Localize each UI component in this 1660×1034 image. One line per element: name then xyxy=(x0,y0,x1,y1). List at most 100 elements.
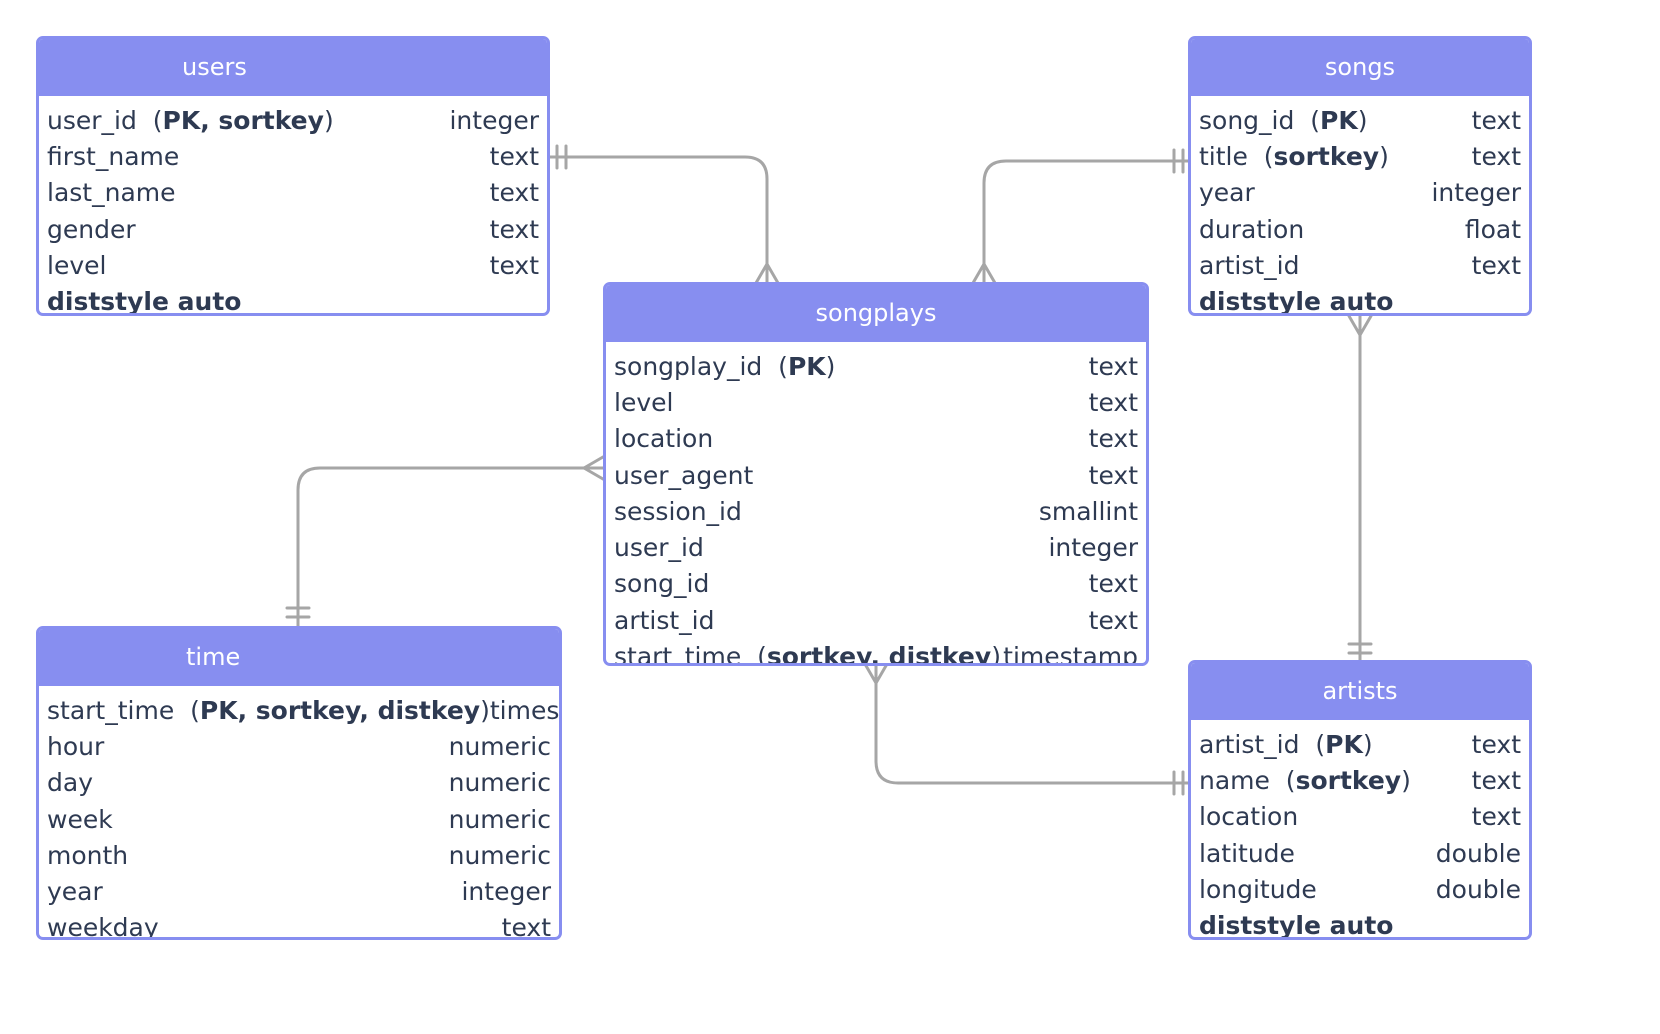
field-type: text xyxy=(1088,424,1138,454)
entity-title: users xyxy=(39,39,547,96)
field-name: longitude xyxy=(1199,874,1317,904)
field-name-cell: latitude xyxy=(1199,839,1295,868)
field-row: hour numeric xyxy=(47,728,551,764)
field-row: songplay_id (PK) text xyxy=(614,348,1138,384)
field-type: text xyxy=(1088,460,1138,490)
field-name-cell: gender xyxy=(47,215,136,244)
field-name-cell: song_id xyxy=(614,569,709,598)
field-key-tag: PK, sortkey, distkey xyxy=(199,695,481,725)
field-row: week numeric xyxy=(47,801,551,837)
field-type: numeric xyxy=(448,804,551,834)
field-type: text xyxy=(489,141,539,171)
field-name: weekday xyxy=(47,913,159,940)
field-name-cell: week xyxy=(47,805,113,834)
field-name-cell: weekday xyxy=(47,913,159,940)
entity-users[interactable]: users user_id (PK, sortkey) integer first_… xyxy=(36,36,550,316)
many-marker-songs-artists xyxy=(1347,314,1373,337)
field-name: user_id xyxy=(614,533,704,563)
field-name: first_name xyxy=(47,141,180,171)
entity-title: songplays xyxy=(606,285,1146,342)
field-key-tag: sortkey, distkey xyxy=(766,642,992,666)
field-type: numeric xyxy=(448,731,551,761)
field-row: longitude double xyxy=(1199,871,1521,907)
field-name: artist_id xyxy=(1199,250,1300,280)
field-name: start_time xyxy=(614,642,742,666)
field-name: artist_id xyxy=(1199,729,1300,759)
field-key-tag: sortkey xyxy=(1273,141,1380,171)
field-name-cell: duration xyxy=(1199,215,1304,244)
field-name-cell: songplay_id (PK) xyxy=(614,351,836,381)
field-name-cell: artist_id xyxy=(614,606,715,635)
many-marker-songplays-users xyxy=(754,262,780,285)
field-name-cell: user_id (PK, sortkey) xyxy=(47,105,334,135)
field-name: week xyxy=(47,804,113,834)
field-type: float xyxy=(1464,214,1521,244)
field-type: numeric xyxy=(448,768,551,798)
field-row: artist_id (PK)text xyxy=(1199,726,1521,762)
field-type: text xyxy=(1088,351,1138,381)
entity-footer: diststyle auto xyxy=(1199,287,1394,316)
field-name: name xyxy=(1199,765,1270,795)
field-row: gender text xyxy=(47,211,539,247)
field-name-cell: day xyxy=(47,768,93,797)
field-type: text xyxy=(489,178,539,208)
field-name-cell: start_time (sortkey, distkey) xyxy=(614,642,1001,666)
field-type: text xyxy=(1471,729,1521,759)
entity-footer: diststyle auto xyxy=(47,287,242,316)
one-marker-songs xyxy=(1172,148,1185,174)
field-name-cell: user_id xyxy=(614,533,704,562)
field-name: last_name xyxy=(47,178,176,208)
field-type: text xyxy=(489,250,539,280)
field-name-cell: session_id xyxy=(614,497,742,526)
connector-time-songplays xyxy=(296,466,605,629)
field-row: artist_id text xyxy=(614,602,1138,638)
field-name-cell: last_name xyxy=(47,178,176,207)
field-type: text xyxy=(1088,605,1138,635)
entity-time[interactable]: time start_time (PK, sortkey, distkey)ti… xyxy=(36,626,562,940)
field-type: integer xyxy=(449,105,539,135)
field-type: double xyxy=(1435,874,1521,904)
connector-songs-songplays xyxy=(982,159,1192,284)
field-type: text xyxy=(1471,802,1521,832)
field-name: latitude xyxy=(1199,838,1295,868)
field-name-cell: first_name xyxy=(47,142,179,171)
field-type: text xyxy=(1471,765,1521,795)
field-type: timestamp xyxy=(1003,642,1138,666)
field-name: level xyxy=(47,250,107,280)
field-name: level xyxy=(614,387,674,417)
field-row: title (sortkey)text xyxy=(1199,138,1521,174)
field-type: text xyxy=(489,214,539,244)
many-marker-songplays-artists xyxy=(863,662,889,685)
field-key-tag: PK xyxy=(787,351,826,381)
field-name: duration xyxy=(1199,214,1305,244)
field-name-cell: longitude xyxy=(1199,875,1317,904)
field-type: text xyxy=(1088,569,1138,599)
field-name: year xyxy=(1199,178,1255,208)
many-marker-songplays-songs xyxy=(971,262,997,285)
field-type: text xyxy=(1471,105,1521,135)
field-name-cell: song_id (PK) xyxy=(1199,105,1368,135)
one-marker-time xyxy=(285,606,311,619)
entity-title: artists xyxy=(1191,663,1529,720)
field-name: gender xyxy=(47,214,136,244)
field-name: song_id xyxy=(614,569,710,599)
field-row: song_id (PK) text xyxy=(1199,102,1521,138)
field-name-cell: title (sortkey) xyxy=(1199,141,1389,171)
field-name-cell: hour xyxy=(47,732,104,761)
field-name-cell: artist_id xyxy=(1199,251,1300,280)
field-type: text xyxy=(1471,250,1521,280)
field-row: duration float xyxy=(1199,211,1521,247)
field-name-cell: user_agent xyxy=(614,461,753,490)
field-name: song_id xyxy=(1199,105,1295,135)
field-name: user_id xyxy=(47,105,137,135)
one-marker-artists-left xyxy=(1172,770,1185,796)
